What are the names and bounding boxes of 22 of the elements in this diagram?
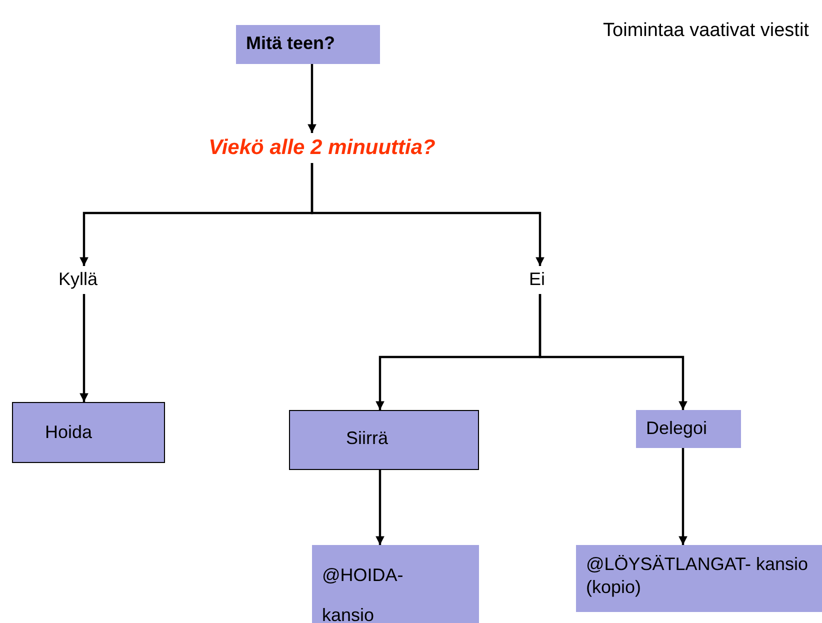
action-box [12, 402, 165, 463]
box-label: @HOIDA- kansio [322, 564, 404, 623]
arrow [376, 470, 384, 545]
folder-box [576, 545, 822, 612]
box-label: Mitä teen? [246, 33, 336, 54]
decision-question: Viekö alle 2 minuuttia? [208, 136, 436, 160]
box-label: Siirrä [346, 428, 388, 449]
branch-label: Ei [528, 269, 546, 290]
branch-label: Kyllä [57, 269, 98, 290]
action-box [636, 410, 741, 448]
diagram-title: Toimintaa vaativat viestit [602, 19, 810, 43]
box-label: Hoida [45, 422, 92, 443]
arrow [80, 294, 88, 402]
arrow [310, 163, 544, 266]
action-box [289, 410, 479, 470]
box-label: @LÖYSÄTLANGAT- kansio (kopio) [586, 553, 810, 599]
folder-box [312, 545, 479, 623]
box-label: Delegoi [646, 418, 708, 439]
arrow [308, 64, 316, 133]
arrow [538, 294, 688, 410]
arrow [678, 448, 688, 545]
start-box [236, 25, 380, 64]
